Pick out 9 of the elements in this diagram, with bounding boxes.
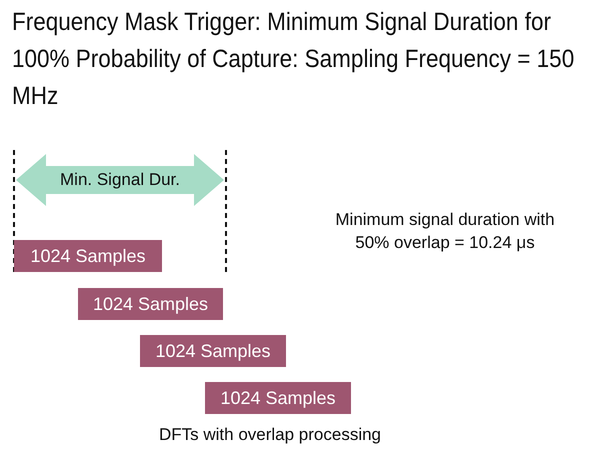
annotation-note: Minimum signal duration with 50% overlap = 10.24 μs bbox=[334, 209, 556, 254]
sample-bar: 1024 Samples bbox=[78, 288, 223, 320]
title: Frequency Mask Trigger: Minimum Signal Duration for 100% Probability of Capture: Sampling Frequency = 150 MHz bbox=[12, 7, 576, 112]
sample-bar: 1024 Samples bbox=[14, 240, 162, 272]
arrow-label: Min. Signal Dur. bbox=[60, 170, 180, 190]
double-arrow bbox=[16, 154, 224, 206]
sample-bar: 1024 Samples bbox=[205, 382, 351, 414]
caption-text: DFTs with overlap processing bbox=[158, 424, 382, 446]
sample-bar: 1024 Samples bbox=[140, 335, 286, 367]
